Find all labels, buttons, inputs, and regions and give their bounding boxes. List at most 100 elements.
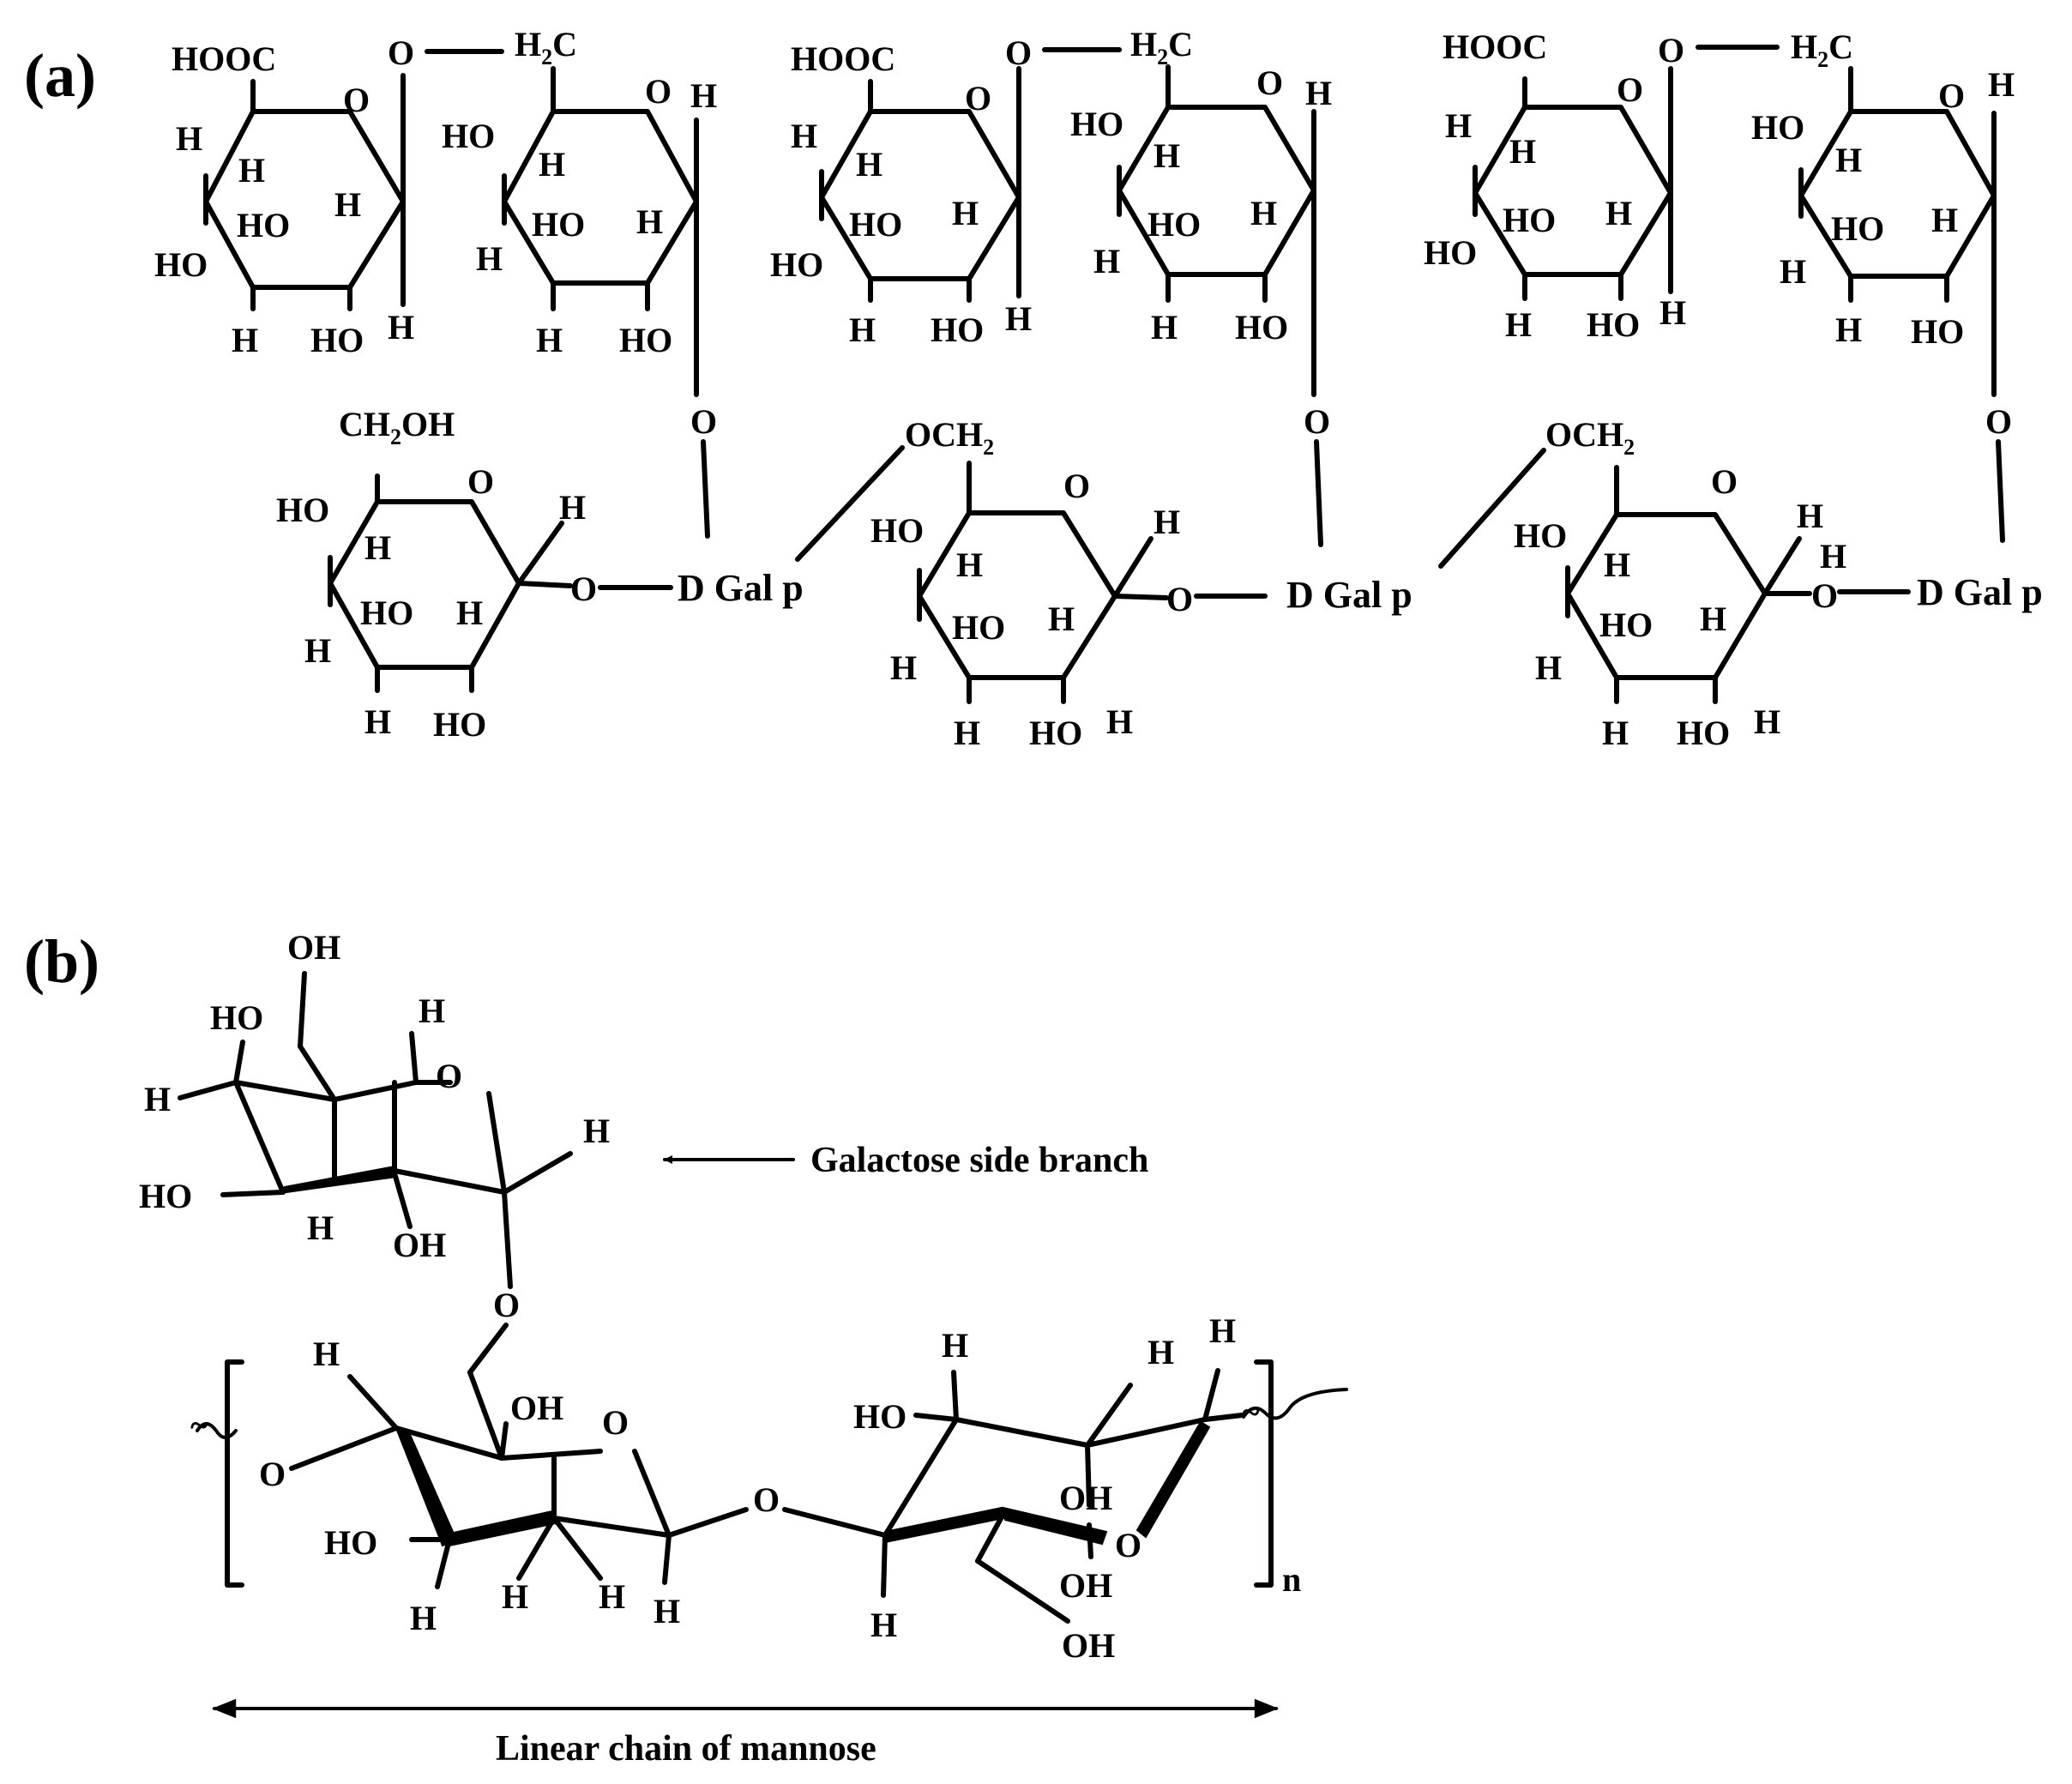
atom-label: O	[1938, 76, 1965, 115]
atom-label: H	[388, 308, 414, 347]
atom-label: HO	[154, 245, 208, 284]
atom-label: O	[1256, 63, 1283, 102]
residue-galp-2: D Gal p	[1286, 574, 1412, 616]
atom-label: O	[1658, 31, 1684, 69]
atom-label: H	[502, 1577, 528, 1616]
bottom-ring-3: OCH2 O H H HO H HO H H H HO H	[1514, 415, 1846, 752]
atom-label: HOOC	[791, 39, 895, 78]
atom-label: HO	[1677, 714, 1730, 752]
atom-label: HO	[442, 117, 495, 155]
atom-label: H	[1780, 252, 1806, 291]
atom-label: OCH2	[1545, 415, 1635, 460]
atom-label: H	[1835, 141, 1862, 179]
atom-label: H	[1659, 293, 1686, 332]
atom-label: HO	[849, 205, 902, 244]
atom-label: H	[410, 1599, 437, 1637]
atom-label: H	[364, 702, 391, 741]
atom-label: HO	[1424, 233, 1477, 272]
atom-label: O	[1005, 33, 1032, 72]
atom-label: H	[1700, 600, 1726, 638]
atom-label: O	[259, 1455, 286, 1493]
atom-label: OH	[1062, 1626, 1115, 1665]
atom-label: H	[536, 321, 563, 359]
atom-label: H	[636, 202, 663, 241]
atom-label: H	[1754, 702, 1780, 741]
atom-label: H	[1602, 714, 1629, 752]
atom-label: HO	[770, 245, 823, 284]
galactose-side-branch: OH HO H O H H HO H OH O	[139, 928, 610, 1324]
atom-label: H	[1106, 702, 1133, 741]
atom-label: H	[539, 145, 565, 184]
atom-label: H	[313, 1335, 340, 1373]
atom-label: H	[1931, 201, 1958, 239]
top-ring-5: HOOC O H H HO H HO H HO H	[1424, 27, 1686, 344]
atom-label: HO	[210, 998, 263, 1037]
atom-label: H	[1605, 194, 1632, 232]
atom-label: H	[890, 648, 917, 687]
atom-label: O	[1811, 576, 1838, 615]
atom-label: H	[956, 545, 983, 584]
atom-label: O	[1711, 462, 1738, 501]
atom-label: H	[856, 145, 882, 184]
atom-label: OH	[1059, 1566, 1112, 1605]
atom-label: H	[1820, 537, 1846, 576]
atom-label: H	[1151, 308, 1178, 347]
atom-label: H	[1147, 1333, 1174, 1371]
atom-label: H	[456, 594, 483, 632]
atom-label: HO	[139, 1177, 192, 1215]
atom-label: H	[952, 194, 979, 232]
atom-label: HO	[619, 321, 672, 359]
atom-label: HO	[237, 206, 290, 244]
atom-label: O	[1304, 402, 1330, 441]
bottom-ring-2: OCH2 O H HO H HO H H H HO H	[870, 415, 1180, 752]
atom-label: H	[307, 1208, 334, 1247]
atom-label: O	[467, 462, 494, 501]
atom-label: HO	[276, 491, 329, 529]
atom-label: O	[602, 1403, 629, 1442]
atom-label: H2C	[1130, 25, 1193, 69]
atom-label: H2C	[1791, 27, 1853, 72]
linear-chain-label: Linear chain of mannose	[496, 1729, 876, 1769]
atom-label: HO	[1235, 308, 1288, 347]
atom-label: HO	[931, 310, 984, 349]
atom-label: OCH2	[905, 415, 994, 460]
atom-label: H	[1305, 74, 1332, 112]
atom-label: HO	[853, 1397, 906, 1436]
atom-label: OH	[1059, 1479, 1112, 1517]
atom-label: HO	[360, 594, 413, 632]
atom-label: H	[1797, 497, 1823, 535]
atom-label: HO	[433, 705, 486, 744]
atom-label: H	[1209, 1311, 1236, 1350]
atom-label: H	[364, 528, 391, 567]
atom-label: O	[570, 570, 597, 608]
top-ring-1: HOOC O H H HO H HO H HO H	[154, 39, 414, 359]
atom-label: H	[304, 631, 331, 670]
mannose-backbone: n ~ ~ O H OH O HO H H H H O	[190, 1311, 1348, 1665]
atom-label: OH	[393, 1226, 446, 1264]
top-ring-3: HOOC O H H HO H HO H HO H	[770, 39, 1032, 349]
atom-label: O	[1985, 402, 2012, 441]
residue-galp-3: D Gal p	[1917, 571, 2043, 613]
atom-label: H	[1250, 194, 1277, 232]
atom-label: O	[690, 402, 717, 441]
top-ring-6: O H HO H HO H H H HO	[1751, 65, 2015, 397]
atom-label: H	[559, 488, 586, 527]
atom-label: HO	[1503, 201, 1556, 239]
atom-label: CH2OH	[339, 405, 455, 449]
atom-label: H	[1988, 65, 2015, 104]
tilde-left: ~	[190, 1406, 208, 1444]
atom-label: H	[1093, 242, 1120, 280]
atom-label: H	[1153, 503, 1180, 541]
atom-label: H	[654, 1592, 680, 1630]
atom-label: HOOC	[172, 39, 276, 78]
repeat-n: n	[1282, 1560, 1301, 1599]
atom-label: H	[870, 1606, 897, 1644]
atom-label: HO	[1070, 105, 1123, 143]
atom-label: HO	[1751, 108, 1804, 147]
atom-label: H	[1153, 136, 1180, 175]
atom-label: O	[753, 1480, 780, 1519]
atom-label: OH	[510, 1389, 563, 1427]
atom-label: HO	[1029, 714, 1082, 752]
residue-galp-1: D Gal p	[678, 567, 804, 609]
